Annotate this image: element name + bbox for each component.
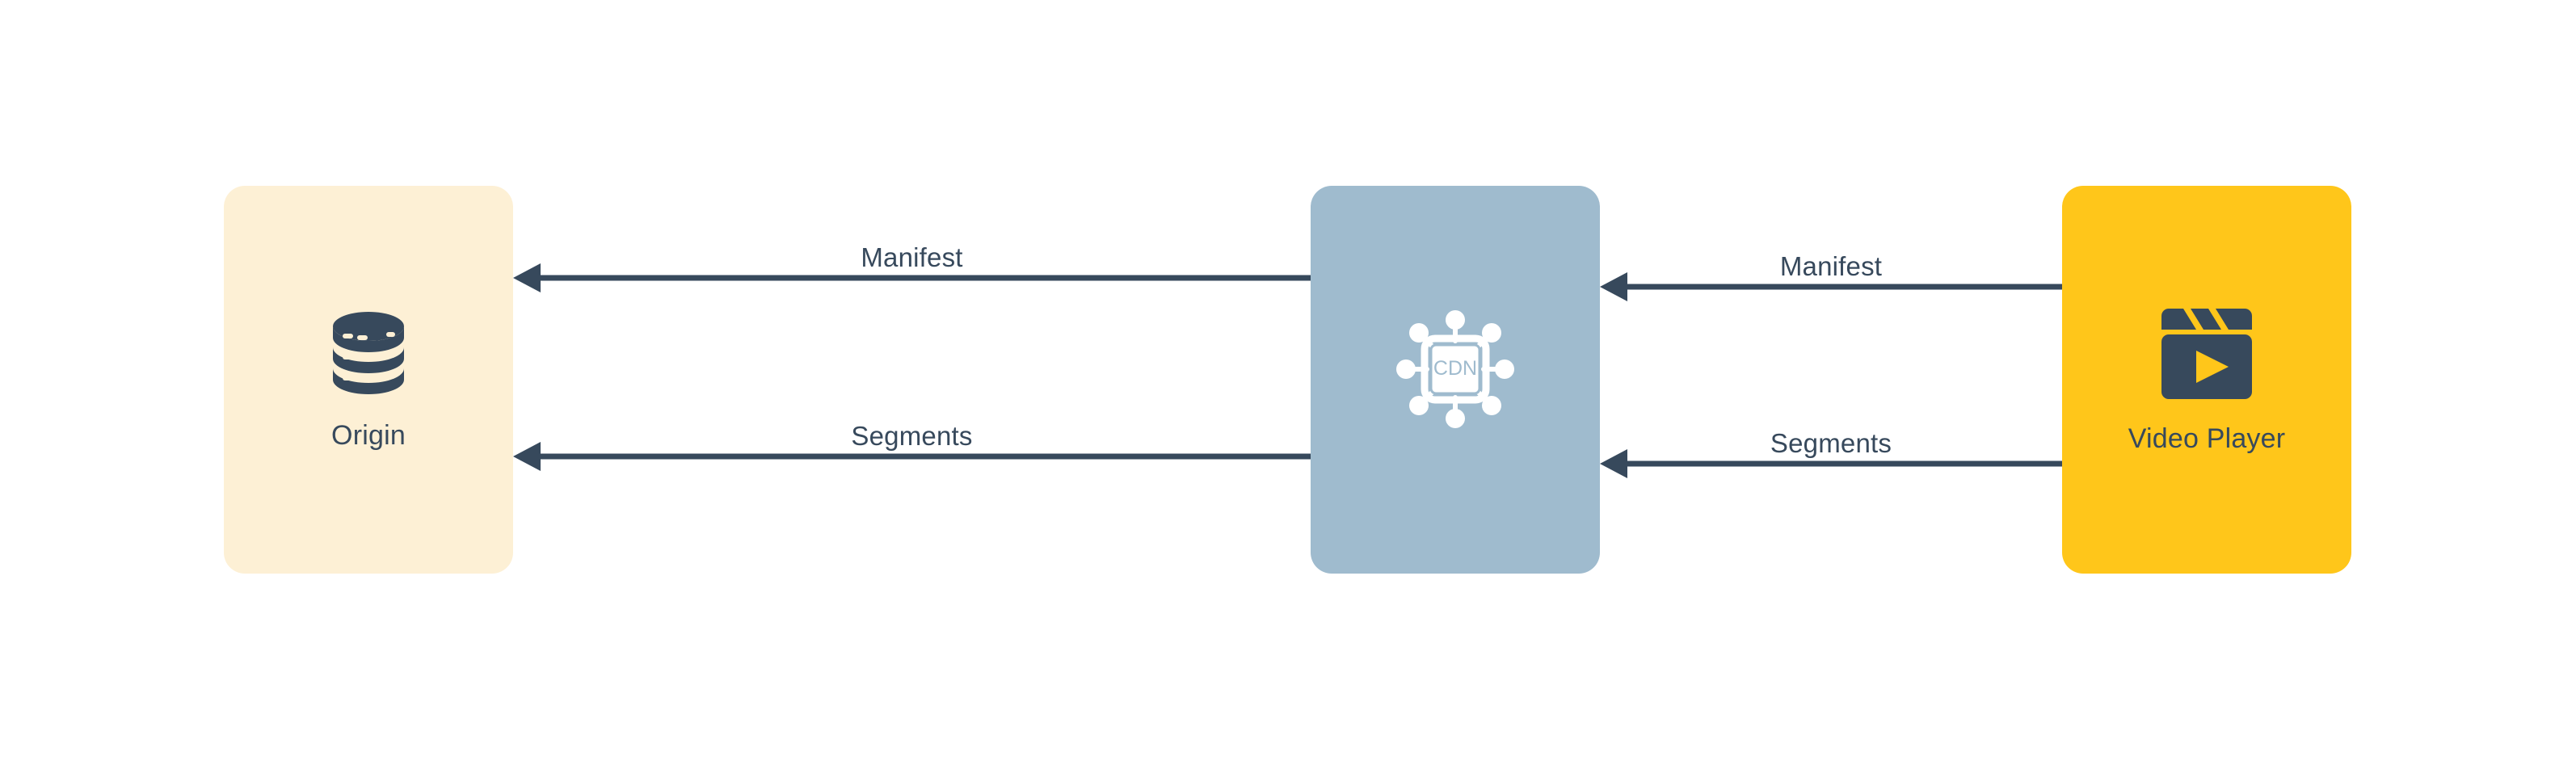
node-label-origin: Origin bbox=[331, 419, 406, 451]
edge-label-segments-left: Segments bbox=[851, 421, 973, 451]
node-origin[interactable]: Origin bbox=[224, 186, 513, 574]
arrow-left-icon bbox=[1600, 272, 2062, 301]
edge-manifest-cdn-to-origin: Manifest bbox=[513, 242, 1311, 315]
edge-segments-player-to-cdn: Segments bbox=[1600, 428, 2062, 501]
edge-label-manifest-left: Manifest bbox=[861, 242, 963, 272]
arrow-left-icon bbox=[513, 263, 1311, 292]
node-video-player[interactable]: Video Player bbox=[2062, 186, 2351, 574]
edge-label-segments-right: Segments bbox=[1770, 428, 1892, 458]
edge-manifest-player-to-cdn: Manifest bbox=[1600, 251, 2062, 324]
cdn-chip-icon: CDN bbox=[1395, 309, 1516, 430]
database-icon bbox=[330, 309, 407, 399]
arrow-left-icon bbox=[1600, 449, 2062, 478]
arrow-left-icon bbox=[513, 442, 1311, 471]
edge-segments-cdn-to-origin: Segments bbox=[513, 421, 1311, 494]
edge-label-manifest-right: Manifest bbox=[1779, 251, 1883, 281]
node-label-video-player: Video Player bbox=[2128, 423, 2286, 454]
clapperboard-play-icon bbox=[2158, 305, 2255, 402]
cdn-chip-text: CDN bbox=[1433, 357, 1477, 380]
node-cdn[interactable]: CDN bbox=[1311, 186, 1600, 574]
